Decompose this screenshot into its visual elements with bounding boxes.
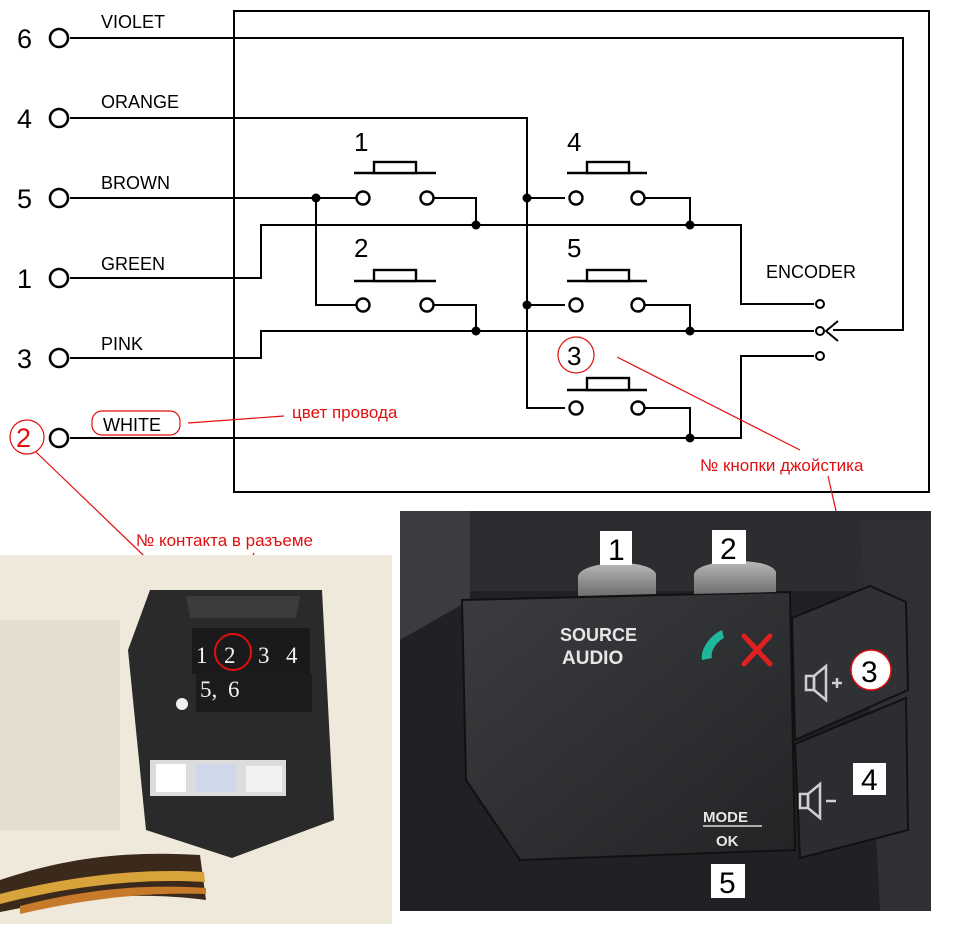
wire-violet xyxy=(70,37,904,331)
switches xyxy=(354,160,825,416)
sw3-out xyxy=(645,407,691,438)
contact-highlight xyxy=(214,633,252,671)
switch-number: 3 xyxy=(567,341,581,371)
wire-pink xyxy=(70,330,814,359)
pin-number: 1 xyxy=(17,264,32,294)
wire-label: ORANGE xyxy=(101,92,179,112)
connector-contact-label: 2 xyxy=(224,643,236,668)
switch-2 xyxy=(354,268,436,313)
joystick-button-number: 1 xyxy=(608,534,625,567)
connector-photo xyxy=(0,555,392,924)
connector-contact-label: 5, xyxy=(200,677,217,702)
connector-contact-label: 3 xyxy=(258,643,270,668)
audio-label: AUDIO xyxy=(562,648,623,669)
wire-label: PINK xyxy=(101,334,143,354)
wire-label-highlight xyxy=(91,410,181,436)
pin-number: 4 xyxy=(17,104,32,134)
wire-label: GREEN xyxy=(101,254,165,274)
pin-number: 2 xyxy=(16,423,31,453)
encoder-label: ENCODER xyxy=(766,262,856,282)
encoder-terminals xyxy=(815,299,825,361)
wire-white xyxy=(70,355,814,439)
wire-brown-branch xyxy=(315,198,356,306)
module-box xyxy=(233,10,930,493)
pin-number: 5 xyxy=(17,184,32,214)
mode-label: MODE xyxy=(703,809,748,826)
joystick-button-note: № кнопки джойстика xyxy=(700,456,864,475)
joystick-button-number: 4 xyxy=(861,764,878,797)
call-reject-icon xyxy=(741,633,773,667)
switch-5 xyxy=(567,268,647,313)
wire-label: VIOLET xyxy=(101,12,165,32)
switch-number: 5 xyxy=(567,233,581,263)
switch-number: 2 xyxy=(354,233,368,263)
connector-contact-label: 4 xyxy=(286,643,298,668)
joystick-button-number: 5 xyxy=(719,867,736,900)
encoder-wiper xyxy=(824,320,839,342)
switch-number: 4 xyxy=(567,127,581,157)
pin-number: 6 xyxy=(17,24,32,54)
call-accept-icon xyxy=(701,630,724,660)
pin-number: 3 xyxy=(17,344,32,374)
sw5-out xyxy=(645,304,691,331)
wire-label: WHITE xyxy=(103,415,161,435)
wire-orange xyxy=(70,117,565,409)
switch-1 xyxy=(354,160,436,206)
pin-terminals xyxy=(48,27,70,449)
schematic xyxy=(70,10,930,493)
wire-color-note: цвет провода xyxy=(292,403,398,422)
volume-down-icon xyxy=(798,781,836,821)
joystick-button-number: 3 xyxy=(861,656,878,689)
junctions xyxy=(311,193,695,443)
volume-up-icon xyxy=(804,663,842,703)
joystick-photo xyxy=(400,511,931,911)
connector-contact-label: 1 xyxy=(196,643,208,668)
sw4-out xyxy=(645,197,814,305)
ok-label: OK xyxy=(716,833,739,850)
wire-label: BROWN xyxy=(101,173,170,193)
sw1-out xyxy=(434,197,477,225)
switch-number: 1 xyxy=(354,127,368,157)
joystick-button-number: 2 xyxy=(720,533,737,566)
connector-contact-note: № контакта в разъеме xyxy=(136,531,313,550)
switch-4 xyxy=(567,160,647,206)
source-label: SOURCE xyxy=(560,625,637,645)
sw2-out xyxy=(434,304,477,331)
pin-highlight xyxy=(9,419,45,455)
switch-number-highlight xyxy=(557,336,595,374)
connector-contact-label: 6 xyxy=(228,677,240,702)
switch-3 xyxy=(567,376,647,416)
